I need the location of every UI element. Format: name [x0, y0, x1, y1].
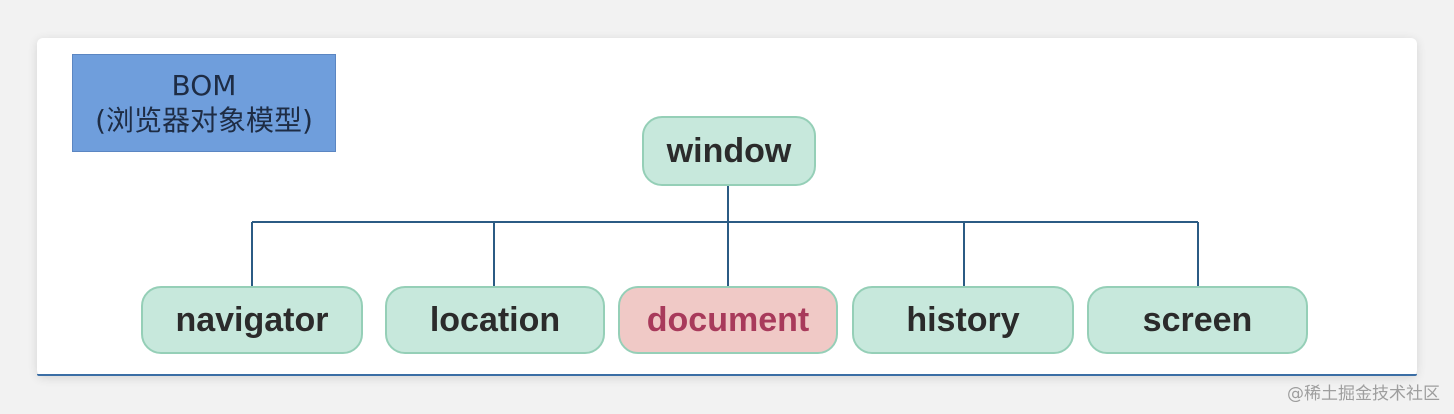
node-document: document: [618, 286, 838, 354]
node-screen: screen: [1087, 286, 1308, 354]
bom-title: BOM: [171, 69, 237, 102]
diagram-card: BOM (浏览器对象模型) window navigator location …: [37, 38, 1417, 376]
bom-subtitle: (浏览器对象模型): [95, 104, 313, 137]
bom-title-box: BOM (浏览器对象模型): [72, 54, 336, 152]
node-navigator: navigator: [141, 286, 363, 354]
watermark-text: @稀土掘金技术社区: [1287, 384, 1440, 404]
node-history: history: [852, 286, 1074, 354]
node-location: location: [385, 286, 605, 354]
connector-lines: [251, 185, 1199, 286]
node-window: window: [642, 116, 816, 186]
